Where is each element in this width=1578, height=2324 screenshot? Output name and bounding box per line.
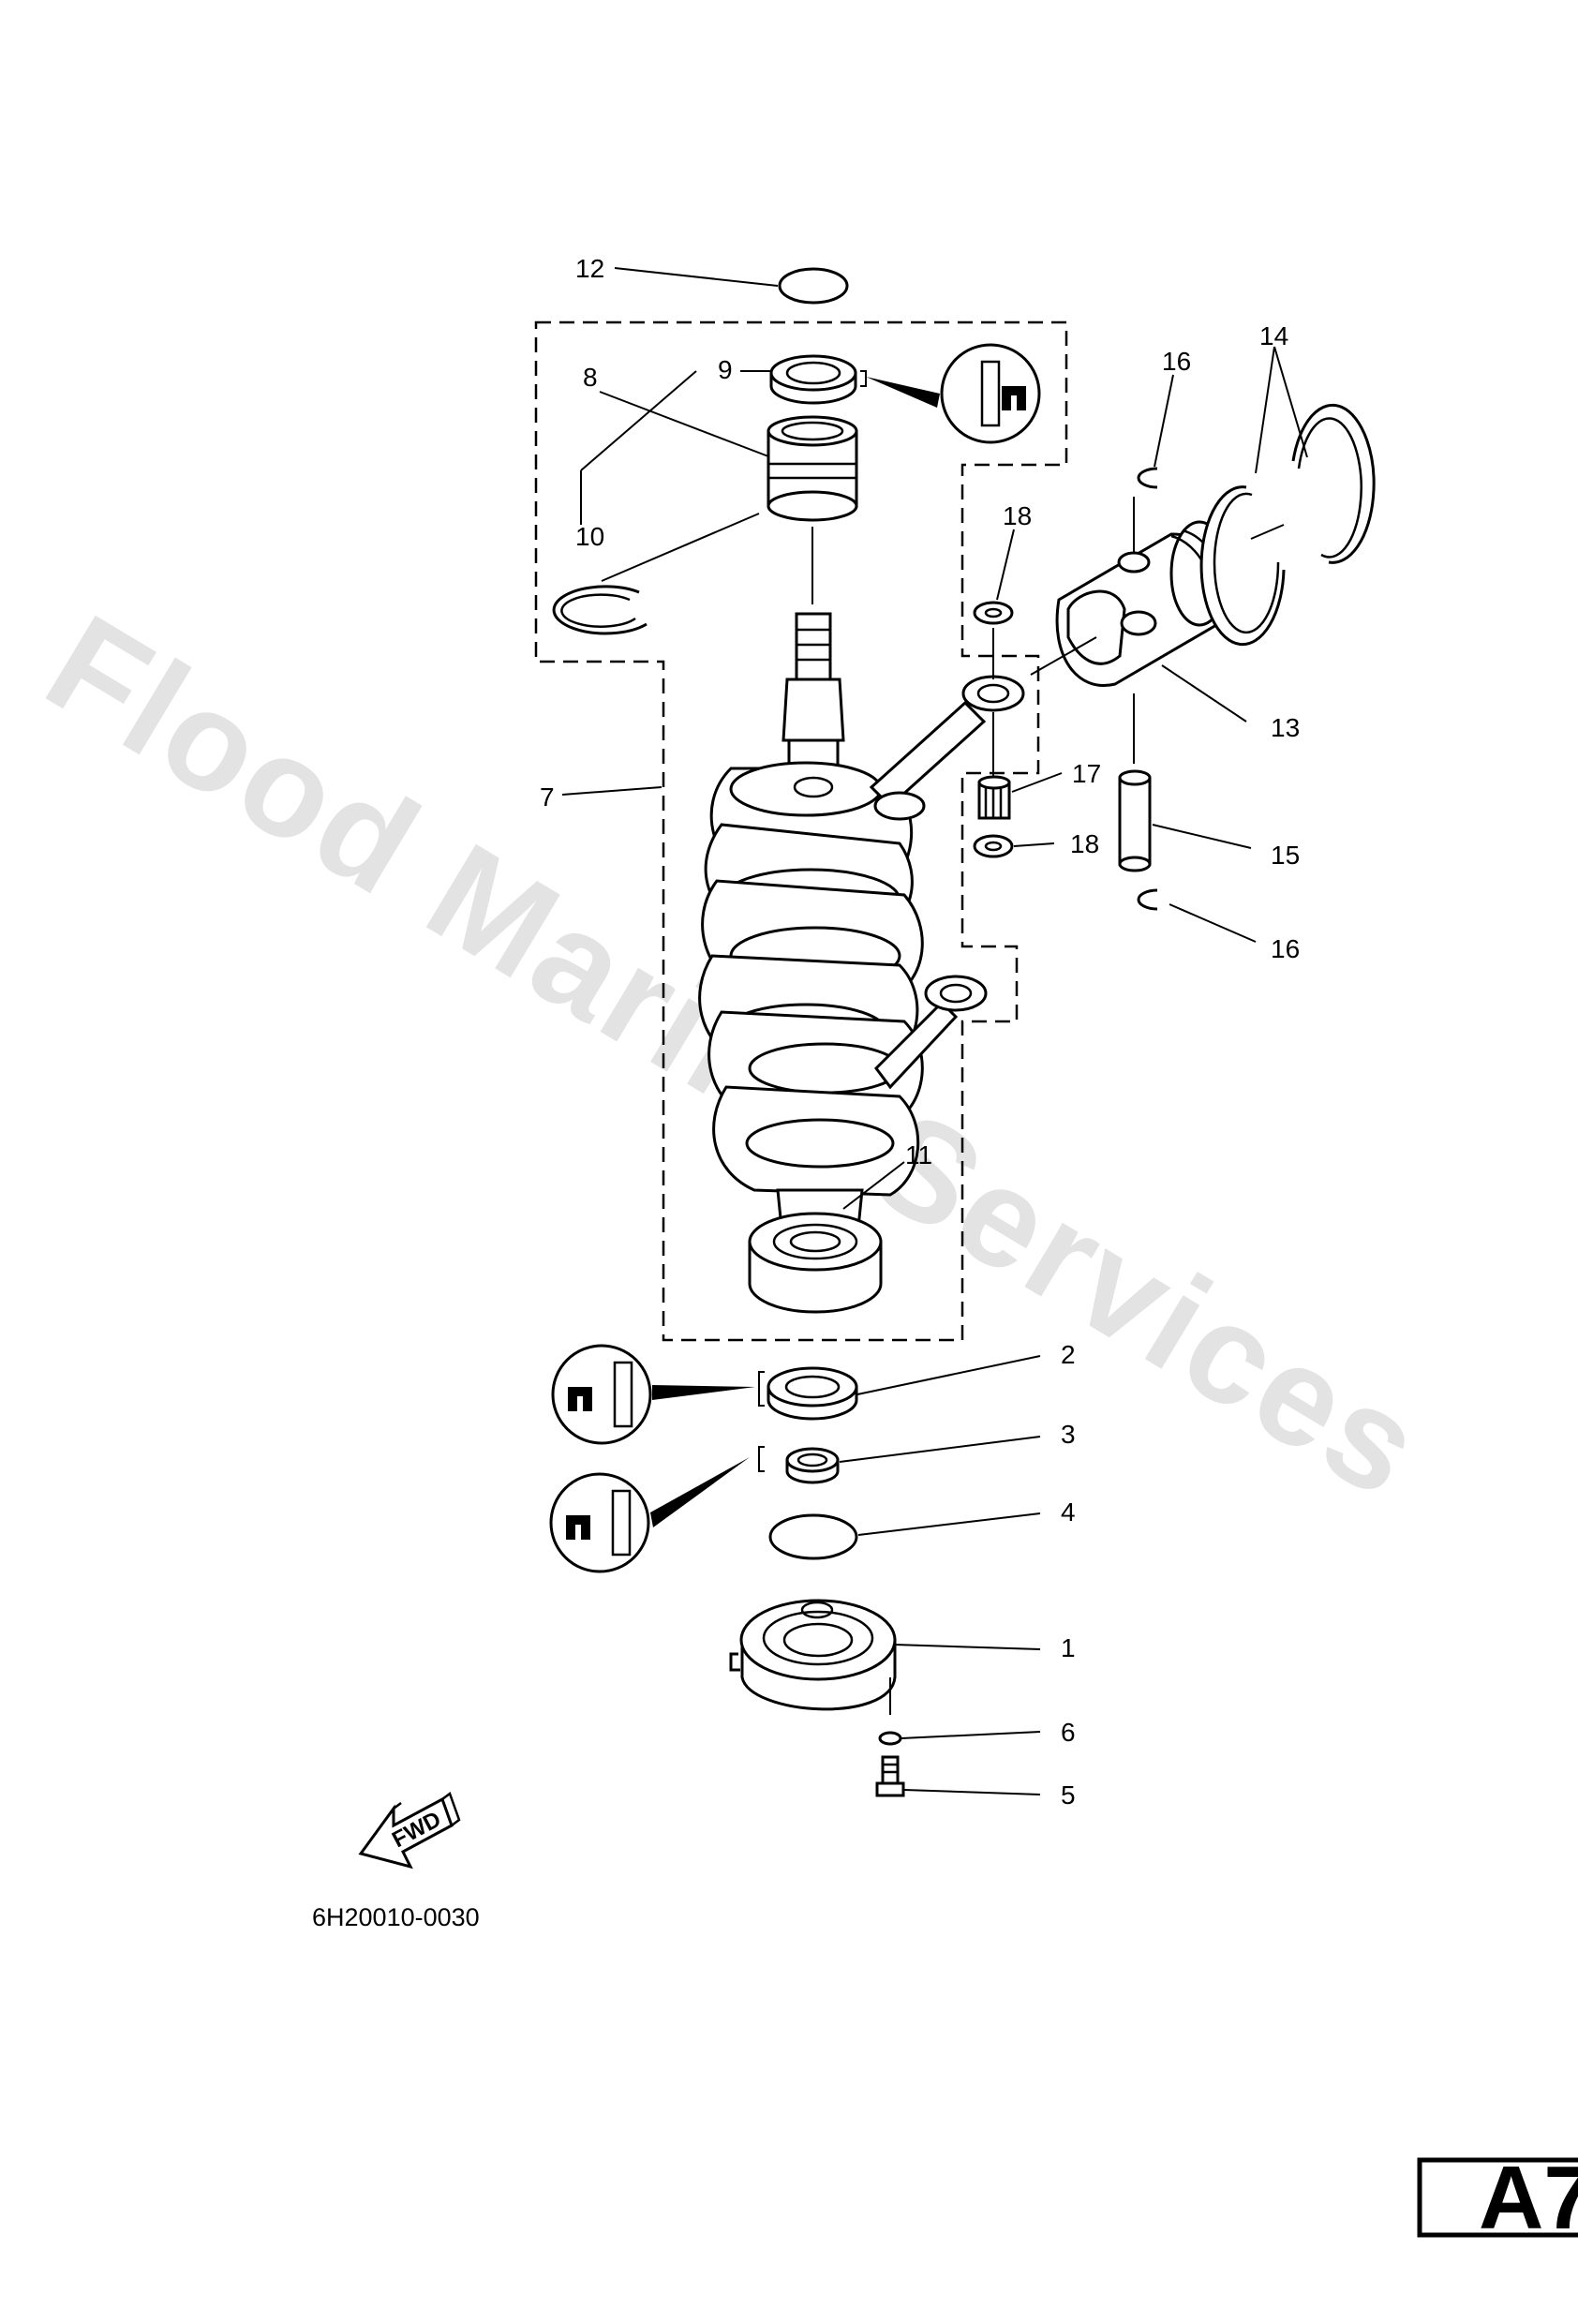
callout-18-bottom: 18 xyxy=(1070,829,1099,858)
grease-symbol-icon xyxy=(551,1344,652,1445)
o-ring-lower xyxy=(768,1513,858,1560)
piston-pin-clip-lower xyxy=(1137,888,1158,911)
callout-11: 11 xyxy=(905,1140,932,1169)
crankshaft xyxy=(698,612,1025,1250)
washer-lower xyxy=(973,834,1014,858)
piston-rings xyxy=(1199,403,1376,647)
page-tag: A7 xyxy=(1417,2148,1578,2248)
callout-14: 14 xyxy=(1259,321,1288,350)
callout-1: 1 xyxy=(1061,1633,1076,1662)
page-tag-text: A7 xyxy=(1479,2148,1578,2248)
callout-10: 10 xyxy=(575,522,604,551)
washer-upper xyxy=(973,601,1014,625)
callout-6: 6 xyxy=(1061,1718,1076,1747)
callout-12: 12 xyxy=(575,254,604,283)
callout-3: 3 xyxy=(1061,1420,1076,1449)
callout-17: 17 xyxy=(1072,759,1101,788)
callout-4: 4 xyxy=(1061,1497,1076,1527)
callout-2: 2 xyxy=(1061,1340,1076,1369)
callout-9: 9 xyxy=(718,355,733,384)
lower-crankcase-housing xyxy=(729,1599,897,1711)
diagram-code: 6H20010-0030 xyxy=(312,1903,480,1931)
callout-13: 13 xyxy=(1271,713,1300,742)
small-end-needle-bearing xyxy=(977,775,1011,820)
callout-5: 5 xyxy=(1061,1780,1076,1810)
mounting-bolt xyxy=(875,1755,905,1797)
grease-pointer xyxy=(650,1457,750,1527)
crankshaft-assembly-outline xyxy=(534,320,1068,1342)
grease-pointer xyxy=(866,377,940,408)
fwd-arrow-icon: FWD xyxy=(358,1791,461,1870)
needle-bearing xyxy=(767,415,858,522)
piston-pin-clip-upper xyxy=(1137,467,1158,489)
o-ring-top xyxy=(778,267,849,305)
callout-8: 8 xyxy=(583,363,598,392)
callout-7: 7 xyxy=(540,782,555,812)
callout-16-top: 16 xyxy=(1162,347,1191,376)
oil-seal-lower-large xyxy=(767,1366,858,1421)
grease-pointer xyxy=(652,1385,755,1400)
grease-symbol-icon xyxy=(940,343,1041,444)
callout-16-bottom: 16 xyxy=(1271,934,1300,963)
callout-15: 15 xyxy=(1271,841,1300,870)
oil-seal-lower-small xyxy=(785,1447,840,1484)
oil-seal-top xyxy=(769,354,857,405)
grease-symbol-icon xyxy=(549,1472,650,1573)
callout-18-top: 18 xyxy=(1003,501,1032,530)
bolt-washer xyxy=(878,1731,902,1746)
piston-pin xyxy=(1118,769,1152,872)
ball-bearing-lower xyxy=(748,1212,883,1314)
